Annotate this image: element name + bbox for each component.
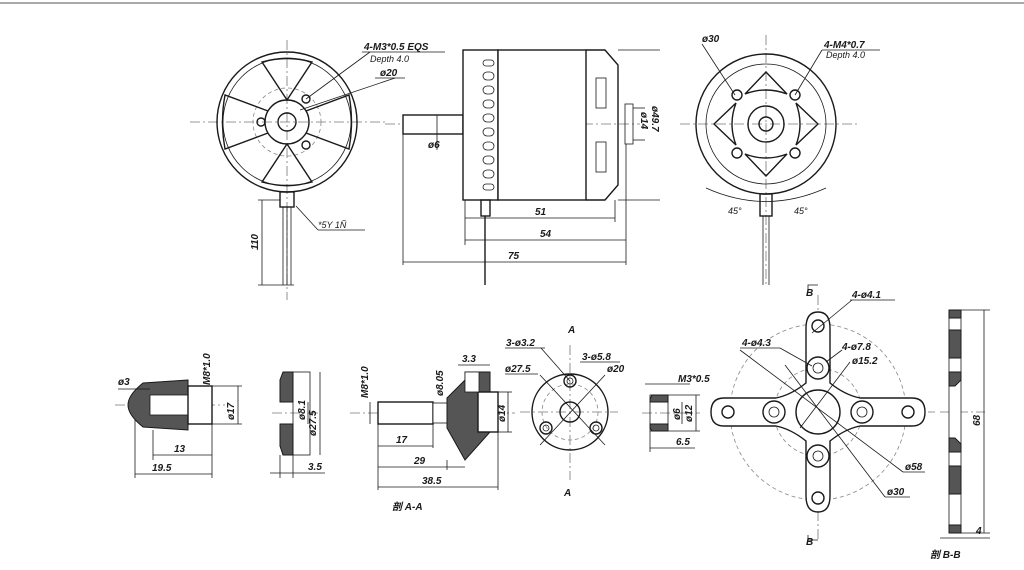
wire-note-label: *5Y 1Ñ bbox=[318, 220, 347, 230]
x-mount-section: 68 4 剖 B-B bbox=[930, 309, 990, 561]
angle-1-label: 45° bbox=[728, 206, 742, 216]
front-view-right: 45° 45° ø30 4-M4*0.7 Depth 4.0 bbox=[680, 34, 880, 285]
mount-dia-58-label: ø58 bbox=[905, 462, 923, 473]
angle-2-label: 45° bbox=[794, 206, 808, 216]
holes-5-8-label: 3-ø5.8 bbox=[582, 352, 611, 363]
adapter-len-29-label: 29 bbox=[413, 456, 426, 467]
length-54-label: 54 bbox=[540, 229, 552, 240]
section-a-a-label: 剖 A-A bbox=[392, 501, 423, 513]
adapter-len-3-3-label: 3.3 bbox=[462, 354, 476, 365]
dia-15-2-label: ø15.2 bbox=[852, 356, 878, 367]
x-mount: B B 4-ø4.1 4-ø4.3 4-ø7.8 ø15.2 ø58 ø30 bbox=[710, 284, 935, 548]
adapter-front-view: 3-ø3.2 A A 3-ø5.8 ø27.5 ø20 bbox=[505, 325, 625, 499]
mount-dia-30-label: ø30 bbox=[887, 487, 905, 498]
adapter-dia-20-label: ø20 bbox=[607, 364, 625, 375]
holes-7-8-label: 4-ø7.8 bbox=[841, 342, 871, 353]
nut-dia-17-label: ø17 bbox=[226, 402, 237, 420]
section-mark-a-bottom: A bbox=[563, 488, 571, 499]
nut-dia-12-label: ø12 bbox=[684, 404, 695, 422]
section-b-b-label: 剖 B-B bbox=[930, 549, 961, 561]
holes-3-2-label: 3-ø3.2 bbox=[506, 338, 535, 349]
section-height-68-label: 68 bbox=[972, 414, 983, 426]
washer-dia-27-5-label: ø27.5 bbox=[308, 410, 319, 436]
washer-dia-8-1-label: ø8.1 bbox=[297, 400, 308, 420]
adapter-dia-14-label: ø14 bbox=[497, 404, 508, 422]
inner-dia-label: ø14 bbox=[638, 112, 649, 130]
adapter-thread-label: M8*1.0 bbox=[360, 366, 371, 398]
washer-thick-label: 3.5 bbox=[308, 462, 322, 473]
length-51-label: 51 bbox=[535, 207, 547, 218]
nut-dia-6-label: ø6 bbox=[672, 408, 683, 420]
front-view-left: 110 4-M3*0.5 EQS Depth 4.0 ø20 *5Y 1Ñ bbox=[190, 40, 445, 300]
section-mark-b-top: B bbox=[806, 288, 813, 299]
adapter-len-17-label: 17 bbox=[396, 435, 408, 446]
prop-adapter: M8*1.0 ø8.05 3.3 ø14 17 29 38.5 剖 A-A bbox=[350, 354, 515, 513]
nut-len-6-5-label: 6.5 bbox=[676, 437, 690, 448]
adapter-len-38-5-label: 38.5 bbox=[422, 476, 442, 487]
shaft-dia-label: ø6 bbox=[428, 140, 440, 151]
adapter-dia-27-5-label: ø27.5 bbox=[505, 364, 531, 375]
holes-4-3-label: 4-ø4.3 bbox=[741, 338, 771, 349]
section-thick-4-label: 4 bbox=[975, 526, 982, 537]
side-view: ø14 ø49.7 ø6 51 54 75 bbox=[385, 49, 660, 285]
thread-note-label: 4-M3*0.5 EQS bbox=[363, 42, 429, 53]
body-dia-label: ø49.7 bbox=[649, 106, 660, 132]
lead-length-label: 110 bbox=[250, 234, 261, 250]
holes-4-1-label: 4-ø4.1 bbox=[851, 290, 881, 301]
length-75-label: 75 bbox=[508, 251, 520, 262]
small-nut: M3*0.5 ø6 ø12 6.5 bbox=[642, 374, 710, 452]
section-mark-b-bottom: B bbox=[806, 537, 813, 548]
section-mark-a-top: A bbox=[567, 325, 575, 336]
nut-dia-3-label: ø3 bbox=[118, 377, 130, 388]
dia-20-label: ø20 bbox=[380, 68, 398, 79]
m4-depth-label: Depth 4.0 bbox=[826, 50, 865, 60]
dia-30-label: ø30 bbox=[702, 34, 720, 45]
nut-len-19-5-label: 19.5 bbox=[152, 463, 172, 474]
prop-nut: ø3 M8*1.0 ø17 13 19.5 bbox=[115, 353, 242, 478]
nut-thread-label: M8*1.0 bbox=[202, 353, 213, 385]
m4-thread-label: 4-M4*0.7 bbox=[823, 40, 865, 51]
washer: ø8.1 ø27.5 3.5 bbox=[270, 371, 325, 478]
depth-note-label: Depth 4.0 bbox=[370, 54, 409, 64]
nut-m3-thread-label: M3*0.5 bbox=[678, 374, 710, 385]
adapter-dia-8-label: ø8.05 bbox=[435, 370, 446, 396]
nut-len-13-label: 13 bbox=[174, 444, 186, 455]
